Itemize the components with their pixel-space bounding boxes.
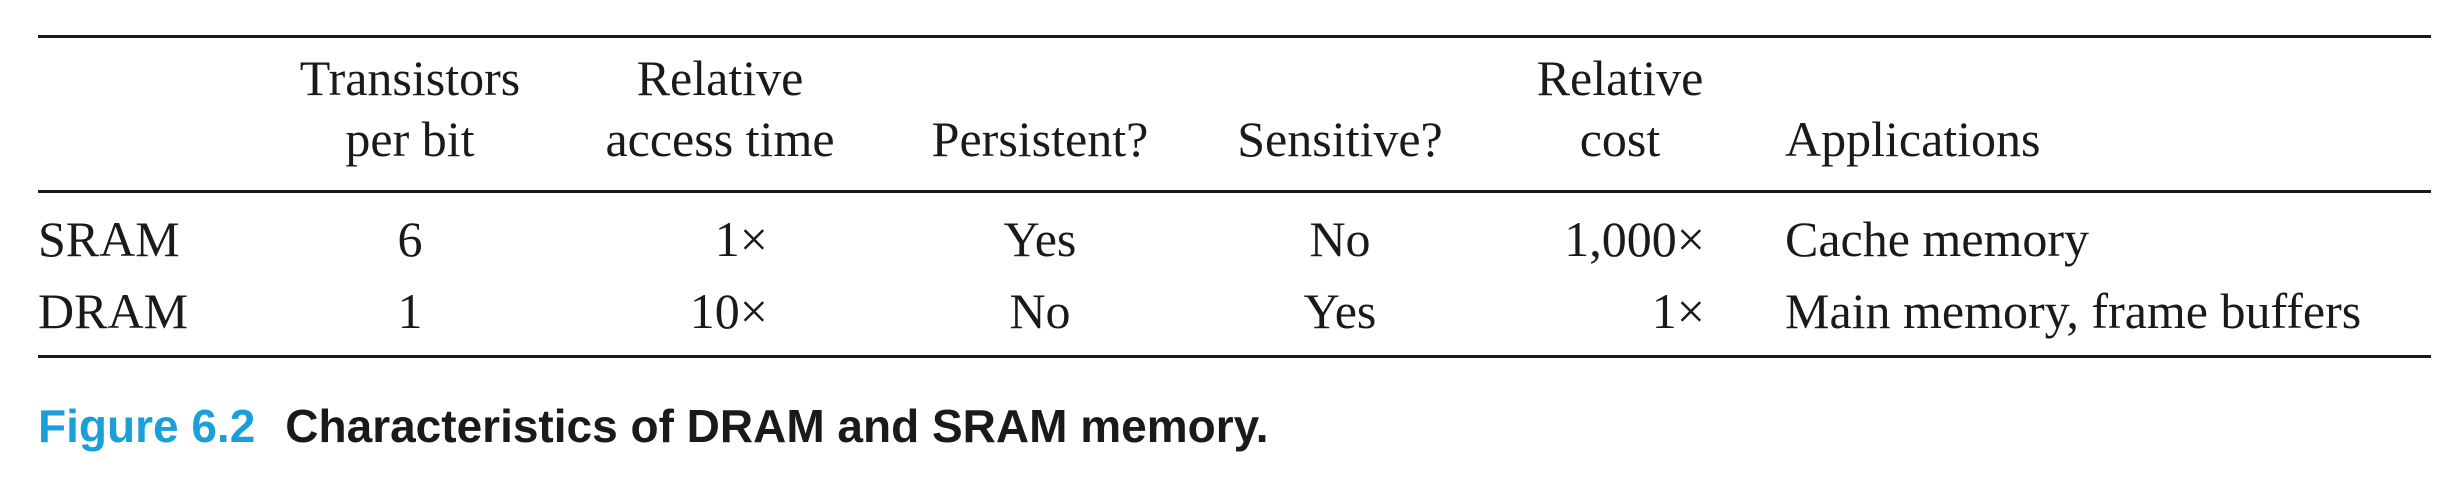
- header-transistors: Transistors per bit: [270, 48, 550, 170]
- header-applications: Applications: [1785, 111, 2041, 167]
- top-rule: [38, 35, 2431, 38]
- bottom-rule: [38, 355, 2431, 358]
- header-access-line1: Relative: [636, 50, 804, 106]
- header-cost: Relative cost: [1500, 48, 1740, 170]
- cell-applications: Main memory, frame buffers: [1785, 283, 2362, 339]
- header-access-line2: access time: [605, 111, 835, 167]
- cell-sensitive: Yes: [1303, 283, 1377, 339]
- cell-applications: Cache memory: [1785, 211, 2090, 267]
- header-cost-line2: cost: [1579, 111, 1661, 167]
- row-name: DRAM: [38, 283, 189, 339]
- header-cost-line1: Relative: [1536, 50, 1704, 106]
- cell-transistors: 6: [397, 211, 423, 267]
- header-persistent: Persistent?: [931, 111, 1149, 167]
- header-sensitive: Sensitive?: [1237, 111, 1443, 167]
- figure-caption: Figure 6.2 Characteristics of DRAM and SR…: [38, 396, 1269, 456]
- header-rule: [38, 190, 2431, 193]
- figure-caption-text: Characteristics of DRAM and SRAM memory.: [285, 400, 1269, 452]
- cell-transistors: 1: [397, 283, 423, 339]
- cell-access-time: 1×: [714, 211, 768, 267]
- cell-persistent: No: [1009, 283, 1071, 339]
- header-access-time: Relative access time: [580, 48, 860, 170]
- cell-persistent: Yes: [1003, 211, 1077, 267]
- header-transistors-line1: Transistors: [299, 50, 521, 106]
- cell-sensitive: No: [1309, 211, 1371, 267]
- cell-cost: 1×: [1651, 283, 1705, 339]
- row-name: SRAM: [38, 211, 180, 267]
- header-transistors-line2: per bit: [345, 111, 475, 167]
- cell-access-time: 10×: [689, 283, 768, 339]
- cell-cost: 1,000×: [1564, 211, 1705, 267]
- figure-number: Figure 6.2: [38, 400, 256, 452]
